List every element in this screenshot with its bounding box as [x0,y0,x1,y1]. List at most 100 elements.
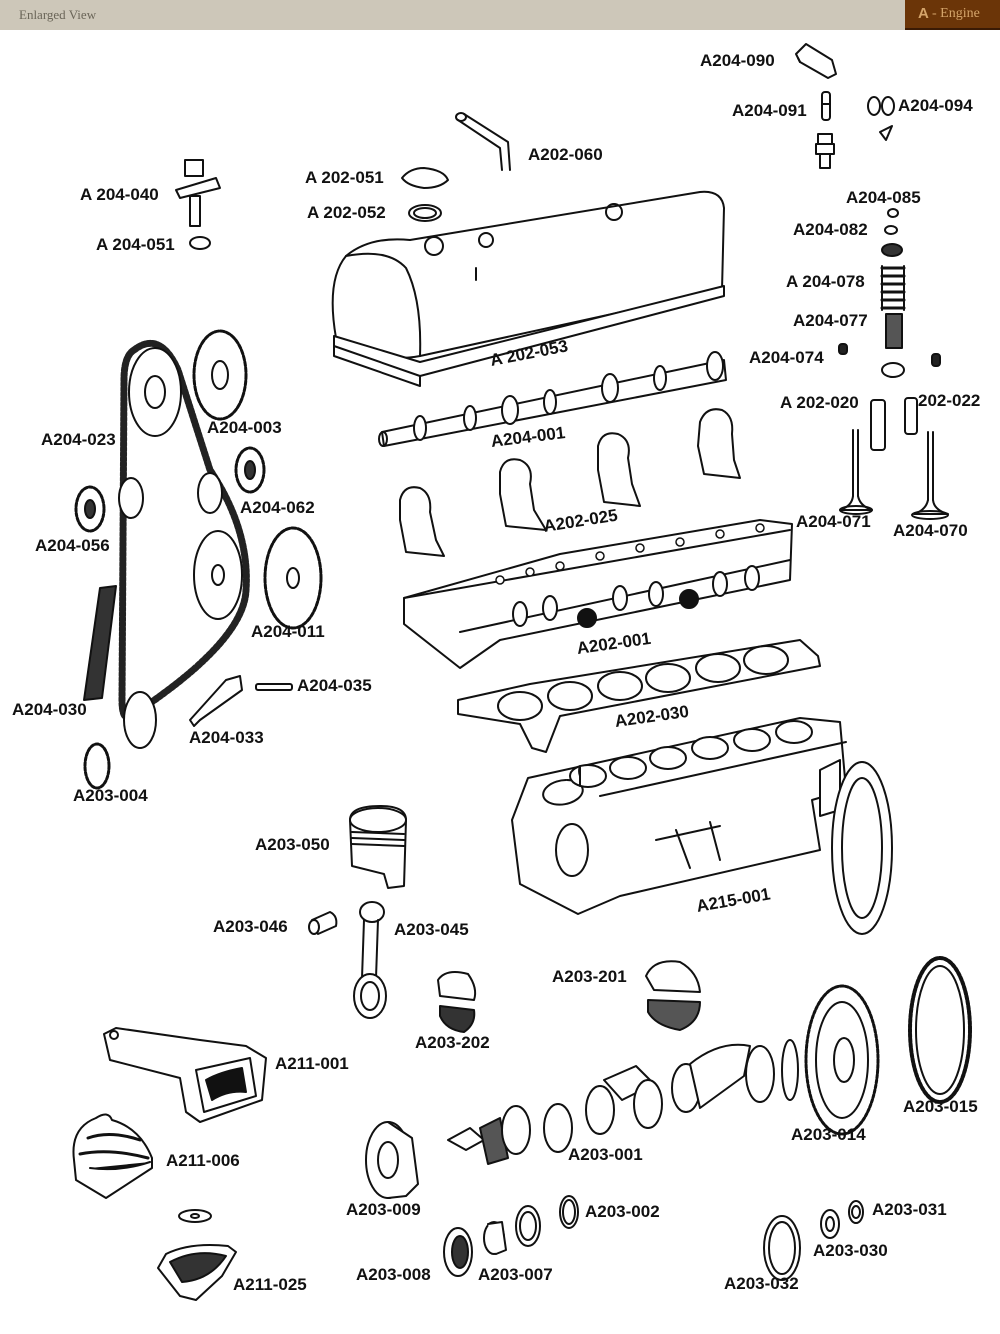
label-A203-045[interactable]: A203-045 [394,920,469,939]
part-tensioner-sprocket[interactable] [118,472,223,519]
part-chain-guide-rail[interactable] [83,585,117,701]
part-ring-gear[interactable] [908,956,972,1104]
part-valve-stem-seal[interactable] [838,343,941,378]
label-A203-031[interactable]: A203-031 [872,1200,947,1219]
part-piston-pin-bushing[interactable] [308,911,338,935]
label-A203-032[interactable]: A203-032 [724,1274,799,1293]
part-piston[interactable] [349,805,407,889]
part-intermediate-sprocket[interactable] [263,526,323,630]
label-A204-040[interactable]: A 204-040 [80,185,159,204]
label-A203-201[interactable]: A203-201 [552,967,627,986]
label-A203-015[interactable]: A203-015 [903,1097,978,1116]
label-A202-020[interactable]: A 202-020 [780,393,859,412]
part-cylinder-head[interactable] [403,519,793,669]
label-A204-070[interactable]: A204-070 [893,521,968,540]
part-cap-seal[interactable] [408,204,442,222]
part-camshaft-sprocket[interactable] [192,329,248,421]
label-A202-052[interactable]: A 202-052 [307,203,386,222]
label-A202-060[interactable]: A202-060 [528,145,603,164]
label-A211-025[interactable]: A211-025 [233,1275,307,1294]
part-retaining-ring[interactable] [848,1200,864,1224]
label-A203-004[interactable]: A203-004 [73,786,148,805]
label-A204-011[interactable]: A204-011 [251,622,325,641]
part-tensioner-lever[interactable] [189,675,243,727]
part-intake-valve[interactable] [839,429,873,515]
label-A204-090[interactable]: A204-090 [700,51,775,70]
label-A204-071[interactable]: A204-071 [796,512,871,531]
label-A204-091[interactable]: A204-091 [732,101,807,120]
part-idler-sprocket[interactable] [234,446,266,494]
part-guide-sprocket[interactable] [74,485,106,533]
part-rod-bearing[interactable] [437,971,477,1033]
label-A204-033[interactable]: A204-033 [189,728,264,747]
label-A203-046[interactable]: A203-046 [213,917,288,936]
label-A204-023[interactable]: A204-023 [41,430,116,449]
label-A204-082[interactable]: A204-082 [793,220,868,239]
part-engine-mount-bracket[interactable] [103,1027,267,1123]
part-pilot-bearing[interactable] [820,1209,840,1239]
label-A204-078[interactable]: A 204-078 [786,272,865,291]
part-adjuster-stud[interactable] [815,133,835,169]
part-vibration-damper[interactable] [365,1121,419,1199]
part-spacer[interactable] [483,1221,507,1255]
label-A203-009[interactable]: A203-009 [346,1200,421,1219]
label-A204-062[interactable]: A204-062 [240,498,315,517]
part-rubber-mount[interactable] [72,1113,153,1199]
part-rocker-arm[interactable] [795,43,837,79]
label-A204-030[interactable]: A204-030 [12,700,87,719]
label-A211-001[interactable]: A211-001 [275,1054,349,1073]
part-outer-valve-spring[interactable] [880,265,906,311]
part-crankshaft[interactable] [447,1039,799,1165]
part-camshaft[interactable] [378,351,727,447]
label-A204-085[interactable]: A204-085 [846,188,921,207]
label-A204-035[interactable]: A204-035 [297,676,372,695]
part-spring-clip[interactable] [867,96,895,141]
part-inner-valve-spring[interactable] [885,313,903,349]
label-A203-030[interactable]: A203-030 [813,1241,888,1260]
label-A203-008[interactable]: A203-008 [356,1265,431,1284]
label-A202-051[interactable]: A 202-051 [305,168,384,187]
label-A203-202[interactable]: A203-202 [415,1033,490,1052]
part-camshaft-bearing[interactable] [399,408,741,557]
label-A204-094[interactable]: A204-094 [898,96,973,115]
label-A203-050[interactable]: A203-050 [255,835,330,854]
label-A204-074[interactable]: A204-074 [749,348,824,367]
part-front-seal[interactable] [443,1227,473,1277]
part-tensioner-pin[interactable] [255,683,293,691]
part-main-bearing[interactable] [645,960,701,1031]
part-mount-washer[interactable] [178,1209,212,1223]
label-A203-002[interactable]: A203-002 [585,1202,660,1221]
part-tensioner-seal[interactable] [189,236,211,250]
part-chain-tensioner[interactable] [175,159,221,227]
part-thrust-washer[interactable] [515,1205,541,1247]
label-A211-006[interactable]: A211-006 [166,1151,240,1170]
part-rear-seal[interactable] [763,1215,801,1281]
part-breather-pipe[interactable] [455,112,511,171]
label-A203-007[interactable]: A203-007 [478,1265,553,1284]
label-A204-056[interactable]: A204-056 [35,536,110,555]
part-thrust-ring[interactable] [559,1195,579,1229]
part-flywheel[interactable] [804,984,880,1136]
part-camshaft-sprocket-left[interactable] [128,347,182,437]
label-A203-001[interactable]: A203-001 [568,1145,643,1164]
part-exhaust-valve[interactable] [911,431,949,520]
label-A204-051[interactable]: A 204-051 [96,235,175,254]
label-A202-022[interactable]: 202-022 [918,391,981,410]
part-crankshaft-sprocket[interactable] [83,742,111,790]
part-valve-cover[interactable] [331,190,725,359]
label-A203-014[interactable]: A203-014 [791,1125,866,1144]
part-valve-keeper[interactable] [887,208,899,218]
part-oil-filler-cap[interactable] [401,167,449,189]
label-A204-003[interactable]: A204-003 [207,418,282,437]
section-tab-engine[interactable]: A - Engine [905,0,1000,30]
label-A204-077[interactable]: A204-077 [793,311,868,330]
part-intermediate-sprocket-left[interactable] [193,530,243,620]
part-rocker-pin[interactable] [821,91,831,121]
part-mount-cup[interactable] [157,1244,237,1301]
part-head-gasket[interactable] [457,639,821,753]
part-engine-block[interactable] [511,717,893,935]
part-crankshaft-sprocket-chain[interactable] [123,691,157,749]
part-valve-guides[interactable] [870,397,918,451]
part-spring-retainer[interactable] [881,225,903,257]
part-valve-cover-gasket[interactable] [333,285,725,387]
